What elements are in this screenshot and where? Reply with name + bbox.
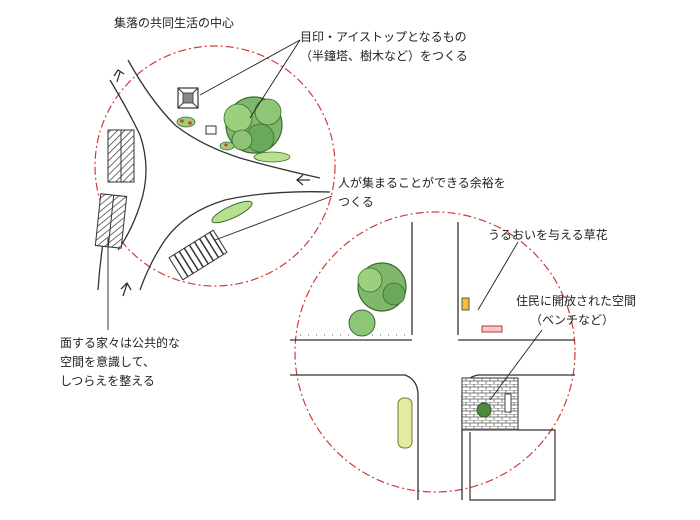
road-edge-east-lower [139,191,331,291]
road-edge-sw-horizontal [290,374,419,500]
building-outline [469,429,556,501]
crossroads-boundary-circle [294,211,576,493]
flower-pot-icon [461,297,470,311]
road-edge-left-upper [109,79,147,251]
facade-note-line3: しつらえを整える [60,374,155,388]
flower-bed-icon [176,116,291,163]
arrow-icon-south [120,281,132,297]
landmark-note-line1: 目印・アイストップとなるもの [300,30,467,44]
leader-line-gathering [214,195,333,241]
facade-note-line2: 空間を意識して、 [60,355,156,369]
landmark-tree-icon [223,96,283,154]
gathering-note-line2: つくる [338,195,374,209]
leader-line-landmark-b [249,39,301,119]
fire-watchtower-icon [177,87,199,109]
road-edge-northeast-inner [127,59,321,179]
crossroads-diagram [290,211,576,501]
small-marker-icon [205,125,217,135]
arrow-icon-east [295,174,310,186]
gathering-note-line1: 人が集まることができる余裕を [338,176,506,190]
top-label: 集落の共同生活の中心 [114,16,235,30]
arrow-icon-north [113,69,125,83]
leader-line-flowers [477,241,519,311]
open-space-note-line1: 住民に開放された空間 [516,294,637,308]
house-roof-2 [94,193,128,249]
y-junction-boundary-circle [94,45,336,287]
plaza-bench-icon [504,393,512,413]
crossroads-tree-icon [348,262,407,337]
leader-line-open-space [489,329,543,401]
house-roof-1 [107,129,135,183]
bench-icon [481,325,503,333]
plaza-shrub-icon [476,402,492,418]
parking-stripes-icon [168,229,228,281]
leader-line-landmark-a [199,39,301,96]
flowers-note: うるおいを与える草花 [488,228,608,242]
open-space-note-line2: （ベンチなど） [530,313,615,327]
facade-note-line1: 面する家々は公共的な [60,336,181,350]
planting-strip-icon [397,397,413,449]
y-junction-diagram [94,39,336,330]
landmark-note-line2: （半鐘塔、樹木など）をつくる [300,49,468,63]
hedge-icon [211,200,253,224]
